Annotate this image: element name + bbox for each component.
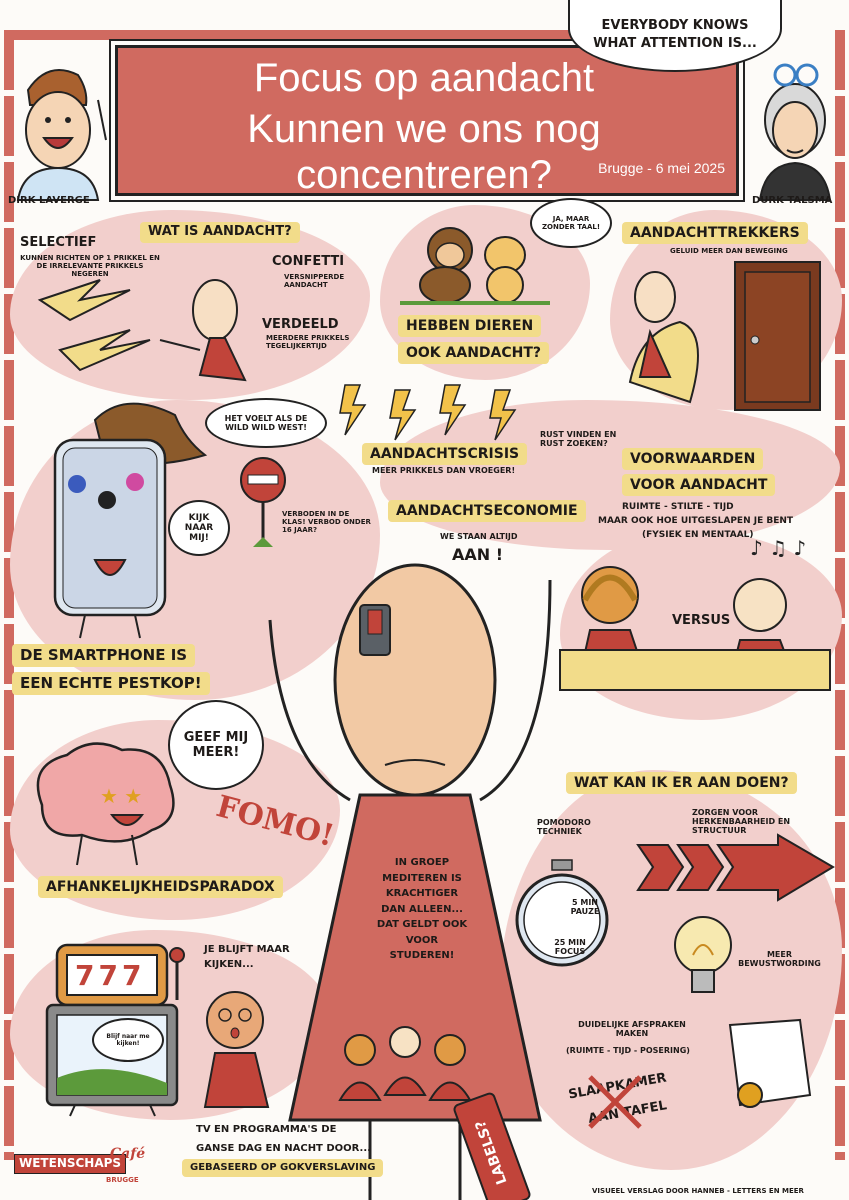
brain-illustration: ★ ★ [36,742,175,866]
event-date: Brugge - 6 mei 2025 [598,160,725,176]
heading-voorwaarden-line1: Voorwaarden [622,448,764,471]
slot-machine-illustration [55,943,185,1007]
heading-smartphone-line1: De smartphone is [12,644,196,668]
logo-wetenschapscafe: Wetenschaps Café Brugge [14,1146,145,1190]
text-aan: Aan ! [452,545,504,564]
svg-text:★ ★: ★ ★ [100,784,142,808]
blob-doen [500,770,842,1170]
heading-voorwaarden-line2: voor aandacht [622,474,776,497]
desc-voorwaarden-2: Maar ook hoe uitgeslapen je bent [598,516,794,526]
heading-aandachtseconomie: Aandachtseconomie [388,500,586,523]
desc-voorwaarden-3: (fysiek en mentaal) [642,530,754,540]
quote-text: Everybody knows what attention is... [593,17,757,51]
bubble-geef-mij-meer: Geef mij meer! [168,700,264,790]
text-tv-line3: gebaseerd op gokverslaving [182,1159,384,1177]
chevron-arrows-icon [636,833,835,902]
bubble-kijk-naar-mij: Kijk naar mij! [168,500,230,556]
central-figure-illustration [268,563,552,1200]
stopwatch-icon [515,859,609,967]
text-timer-pauze: 5 min pauze [570,898,600,917]
speaker-left-name: Dirk Laverge [8,195,90,206]
label-verdeeld: Verdeeld [262,317,339,332]
versus-illustration: ♪ ♫ ♪ [559,536,831,691]
label-selectief: Selectief [20,235,97,250]
desc-confetti: Versnipperde aandacht [284,273,345,290]
frame-left [4,30,14,1160]
text-afspraken-2: (ruimte - tijd - posering) [566,1046,690,1055]
page-title-line1: Focus op aandacht [253,56,595,100]
frame-right [835,30,845,1160]
bubble-zonder-taal: Ja, maar zonder taal! [530,198,612,248]
heading-aandachtscrisis: Aandachtscrisis [362,443,528,466]
desc-selectief: Kunnen richten op 1 prikkel en de irrele… [20,254,160,279]
speaker-left-illustration [16,69,107,201]
desc-voorwaarden-1: Ruimte - stilte - tijd [622,502,734,512]
heading-wat-is-aandacht: Wat is aandacht? [140,222,300,243]
text-tv-line1: TV en programma's de [196,1124,337,1135]
text-we-staan-altijd: We staan altijd [440,532,518,541]
quote-bubble: Everybody knows what attention is... [568,0,782,72]
text-timer-focus: 25 min focus [554,938,586,957]
logo-main-text: Wetenschaps [14,1154,127,1174]
bubble-wild-west: Het voelt als de Wild Wild West! [205,398,327,448]
lightning-icon [339,384,517,441]
text-tv-line2: ganse dag en nacht door... [196,1143,371,1154]
svg-text:♪ ♫ ♪: ♪ ♫ ♪ [750,536,806,560]
lightbulb-icon [674,916,732,993]
watcher-illustration [203,991,270,1108]
contract-icon [728,1018,812,1108]
speaker-right-illustration [758,63,832,201]
text-bewustwording: Meer bewustwording [738,950,821,969]
heading-wat-kan-ik-doen: Wat kan ik er aan doen? [566,772,797,795]
text-je-blijft-kijken: Je blijft maar kijken... [204,944,290,970]
bubble-blijf-kijken: Blijf naar me kijken! [92,1018,164,1062]
animals-illustration [400,227,550,305]
desc-verdeeld: Meerdere prikkels tegelijkertijd [266,334,350,351]
heading-smartphone-line2: een echte pestkop! [12,672,210,696]
no-entry-sign-icon [240,457,286,547]
logo-script-text: Café [110,1146,146,1162]
text-afspraken-1: Duidelijke afspraken maken [578,1020,686,1039]
heading-afhankelijkheidsparadox: Afhankelijkheidsparadox [38,876,283,899]
heading-dieren-line2: ook aandacht? [398,342,550,365]
speaker-right-name: Durk Talsma [752,195,833,206]
title-banner [111,41,743,200]
text-structuur: Zorgen voor herkenbaarheid en structuur [692,808,791,836]
smartphone-illustration [53,402,208,639]
heading-dieren-line1: Hebben dieren [398,315,542,338]
page-title-line2: Kunnen we ons nog concentreren? [247,107,601,197]
desc-aandachttrekkers: Geluid meer dan beweging [670,247,788,255]
thinker-illustration [37,279,247,382]
text-versus: Versus [672,613,731,628]
logo-sub-text: Brugge [106,1176,139,1184]
frame-top [4,30,604,40]
body-text-mediteren: In groep mediteren is krachtiger dan all… [376,857,468,961]
cross-mark-icon [588,1075,642,1129]
door-illustration [628,261,821,411]
text-verboden: Verboden in de klas! Verbod onder 16 jaa… [282,510,371,535]
text-rust: Rust vinden en rust zoeken? [540,430,617,449]
heading-aandachttrekkers: Aandachttrekkers [622,222,808,245]
label-confetti: Confetti [272,254,345,269]
footer-credit: Visueel verslag door Hanneb - Letters en… [592,1187,804,1195]
desc-aandachtscrisis: Meer prikkels dan vroeger! [372,466,516,475]
text-pomodoro: Pomodoro techniek [537,818,591,837]
slot-machine-reels: 777 [75,959,146,992]
